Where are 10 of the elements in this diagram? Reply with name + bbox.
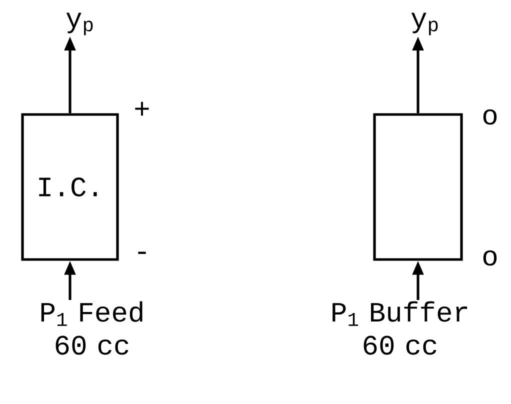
signal-label: P$_{1}$ Feed 60 cc: [41, 301, 142, 355]
terminal-sign: o: [483, 250, 497, 266]
terminal-sign: o: [483, 109, 497, 125]
signal-label: y$_{p}$: [66, 12, 93, 36]
box-block: [373, 113, 463, 261]
box-block: I.C.: [21, 113, 119, 261]
terminal-sign: +: [135, 102, 149, 116]
signal-label: y$_{p}$: [411, 12, 438, 36]
signal-label: P$_{1}$ Buffer 60 cc: [332, 301, 468, 355]
terminal-sign: -: [138, 252, 146, 254]
